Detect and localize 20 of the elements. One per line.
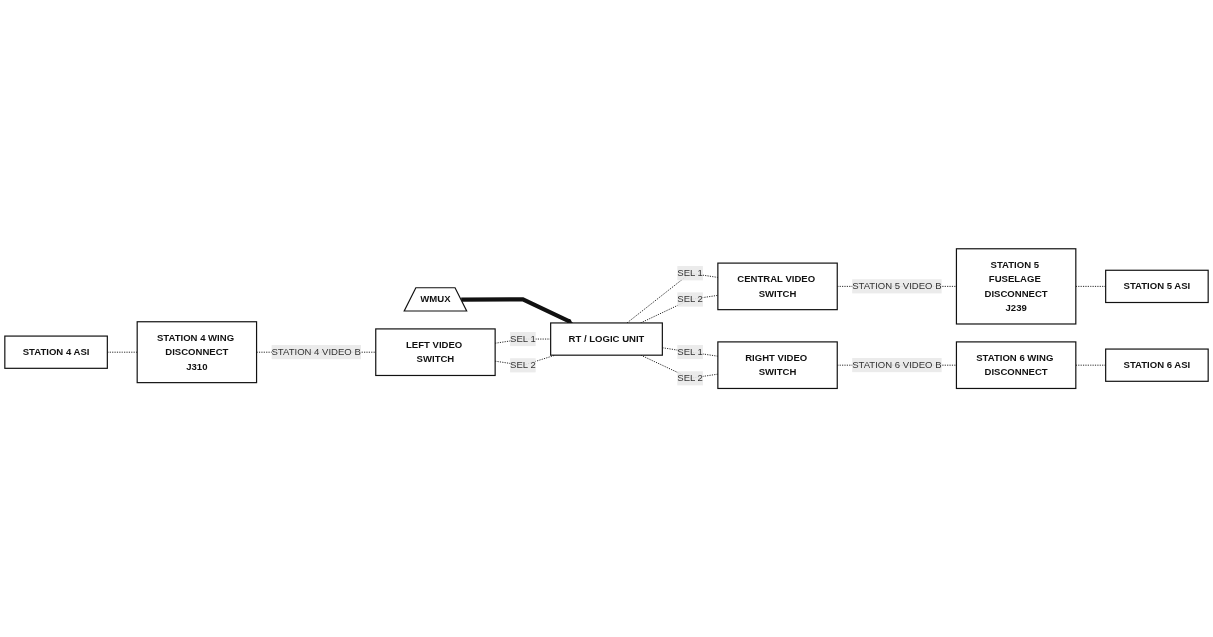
node-box: STATION 4 ASI	[4, 335, 108, 369]
edge-label: SEL 1	[510, 333, 536, 344]
edge-label: STATION 5 VIDEO B	[852, 280, 942, 292]
edge-label: SEL 2	[677, 372, 703, 383]
node-box: STATION 5 FUSELAGE DISCONNECT J239	[955, 248, 1077, 325]
node-box: STATION 6 ASI	[1105, 348, 1209, 382]
edge-label: SEL 2	[677, 294, 703, 305]
node-box: STATION 4 WING DISCONNECT J310	[136, 321, 258, 384]
edge-label: SEL 1	[677, 346, 703, 357]
node-box: CENTRAL VIDEO SWITCH	[717, 262, 838, 311]
edge-label: STATION 6 VIDEO B	[852, 359, 942, 370]
node-box: STATION 5 ASI	[1105, 269, 1209, 303]
edge-label: SEL 2	[510, 359, 536, 370]
node-box: RT / LOGIC UNIT	[550, 322, 663, 356]
node-box: STATION 6 WING DISCONNECT	[955, 341, 1077, 389]
arrow	[461, 297, 573, 324]
edge-label: STATION 4 VIDEO B	[271, 346, 361, 357]
node-box: LEFT VIDEO SWITCH	[375, 328, 496, 376]
node-box: RIGHT VIDEO SWITCH	[717, 341, 838, 389]
edge-label: SEL 1	[677, 267, 703, 278]
